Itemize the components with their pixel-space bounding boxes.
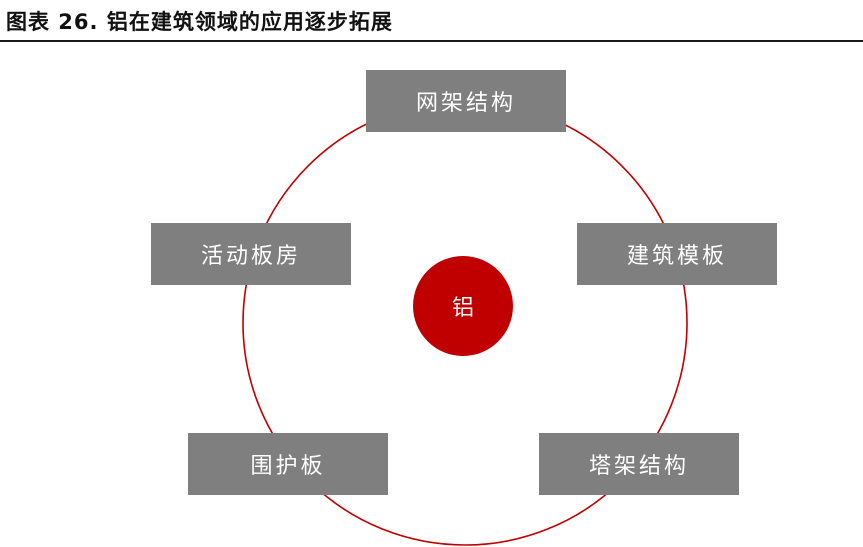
node-tower-structure: 塔架结构 [539, 433, 739, 495]
figure-title: 图表 26. 铝在建筑领域的应用逐步拓展 [6, 10, 393, 34]
node-grid-structure: 网架结构 [366, 70, 566, 132]
center-node-aluminum: 铝 [413, 256, 513, 356]
node-mobile-house: 活动板房 [151, 223, 351, 285]
node-building-formwork: 建筑模板 [577, 223, 777, 285]
node-enclosure-panel: 围护板 [188, 433, 388, 495]
title-divider [0, 40, 863, 42]
